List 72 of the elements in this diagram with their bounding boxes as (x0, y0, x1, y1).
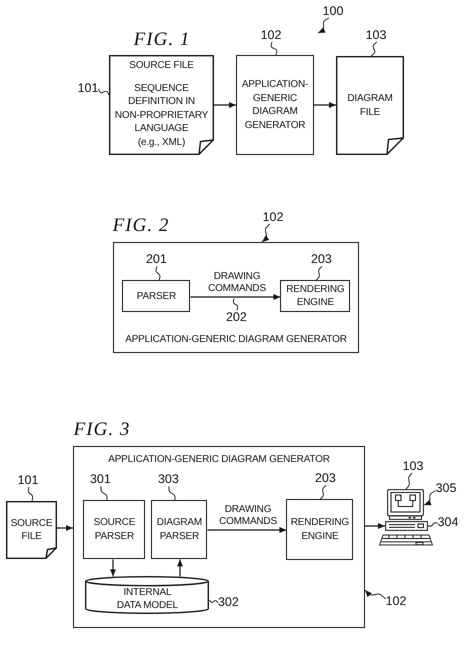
reference-numeral: 102 (260, 28, 282, 42)
leader-arrow (318, 18, 330, 34)
document-shape (6, 501, 57, 559)
arrow (110, 559, 116, 576)
reference-numeral: 304 (438, 515, 458, 529)
process-box (83, 500, 146, 560)
arrow (190, 294, 280, 300)
reference-numeral: 201 (146, 252, 167, 266)
process-box (280, 280, 350, 312)
reference-numeral: 301 (90, 472, 111, 486)
reference-numeral: 303 (158, 472, 179, 486)
leader-line (98, 88, 110, 96)
reference-numeral: 101 (18, 473, 38, 487)
process-box (151, 500, 208, 560)
monitor-icon (387, 489, 424, 520)
process-box (236, 55, 314, 155)
reference-numeral: 305 (436, 481, 456, 495)
box-text: SEQUENCE DEFINITION IN NON-PROPRIETARY LANGUAGE (e.g., XML) (114, 82, 208, 149)
box-heading: SOURCE FILE (129, 59, 194, 72)
figure-label: FIG. 2 (112, 215, 170, 237)
reference-numeral: 203 (310, 252, 332, 266)
reference-numeral: 103 (366, 28, 386, 42)
leader-line (316, 266, 322, 281)
leader-line (168, 486, 176, 501)
leader-line (428, 522, 438, 527)
box-label: RENDERING ENGINE (285, 282, 346, 310)
database-cylinder (85, 576, 210, 614)
leader-line (320, 484, 326, 500)
box-label: DIAGRAM FILE (346, 92, 394, 119)
document-shape (336, 56, 404, 155)
computer-unit-icon (385, 521, 428, 531)
box-label: RENDERING ENGINE (290, 516, 350, 544)
box-label: INTERNAL DATA MODEL (116, 586, 178, 613)
reference-numeral: 103 (402, 459, 424, 473)
document-shape (109, 55, 214, 155)
reference-numeral: 302 (218, 595, 239, 610)
process-box (122, 280, 190, 312)
arrow (207, 527, 286, 533)
reference-numeral: 102 (386, 594, 406, 608)
box-label: APPLICATION-GENERIC DIAGRAM GENERATOR (240, 78, 310, 132)
leader-arrow (262, 224, 270, 242)
reference-numeral: 202 (226, 310, 247, 324)
box-label: SOURCE PARSER (92, 516, 136, 544)
box-title: APPLICATION-GENERIC DIAGRAM GENERATOR (107, 453, 331, 466)
container-box (73, 446, 365, 628)
leader-line (100, 486, 108, 501)
box-title: APPLICATION-GENERIC DIAGRAM GENERATOR (124, 333, 348, 346)
arrow (314, 102, 336, 108)
leader-line (370, 42, 378, 56)
reference-numeral: 203 (314, 471, 336, 486)
leader-arrow (364, 590, 386, 600)
leader-line (232, 298, 238, 311)
leader-line (270, 42, 278, 56)
box-label: SOURCE FILE (10, 516, 54, 544)
leader-line (156, 266, 160, 281)
arrow (177, 559, 183, 576)
reference-numeral: 102 (262, 210, 284, 224)
reference-numeral: 101 (78, 81, 98, 95)
arrow (57, 525, 73, 531)
leader-arrow (424, 490, 436, 506)
box-label: PARSER (136, 290, 176, 304)
box-label: DIAGRAM PARSER (156, 516, 204, 544)
arrow (214, 102, 236, 108)
reference-numeral: 100 (322, 4, 344, 18)
figure-label: FIG. 3 (74, 419, 130, 441)
figure-label: FIG. 1 (134, 29, 190, 51)
leader-line (208, 600, 218, 604)
process-box (286, 499, 354, 560)
leader-line (28, 486, 34, 502)
container-box (113, 242, 359, 353)
leader-line (406, 472, 412, 490)
arrow (365, 523, 385, 529)
